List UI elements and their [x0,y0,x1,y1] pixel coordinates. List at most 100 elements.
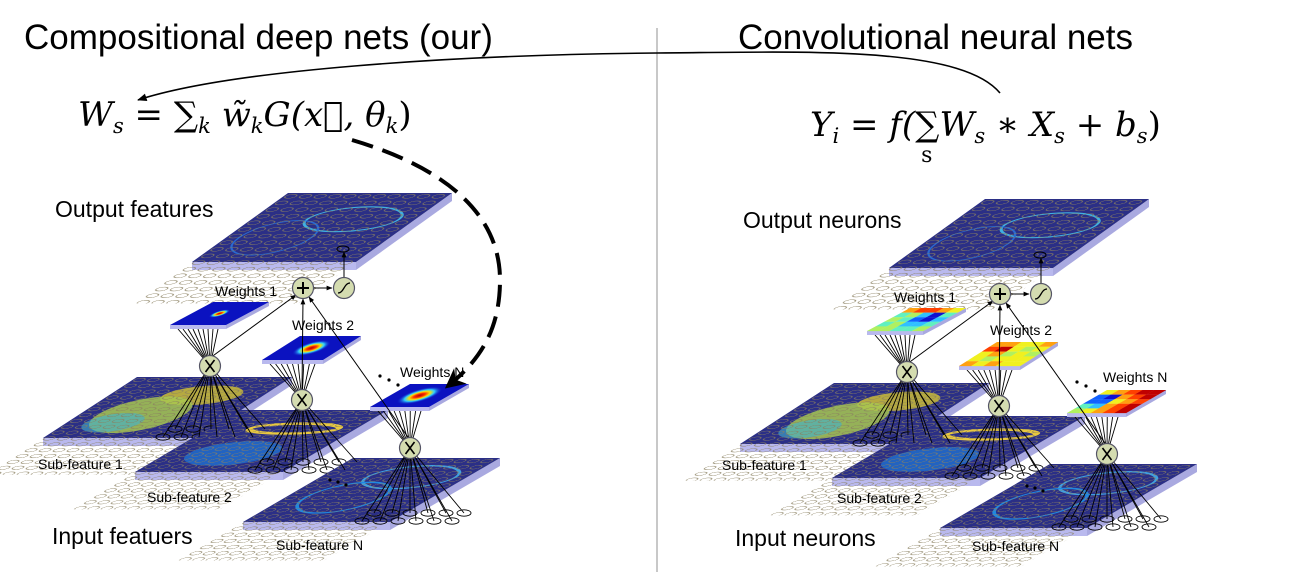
weight-cell [1110,403,1131,409]
weight-cell [1078,408,1099,414]
weight-cell [1025,342,1047,347]
input-neurons-label: Input neurons [735,525,876,551]
connection-line [998,405,1037,469]
input-neuron [372,517,388,525]
input-neuron [1141,523,1157,531]
multiply-icon [901,365,913,379]
connection-line [180,365,211,438]
plate-edge [923,308,966,335]
plate-edge [370,407,429,411]
connection-line [871,371,908,436]
ellipsis-dot [344,483,348,487]
connection-line [209,365,236,438]
ellipsis-dot [1041,489,1045,493]
weight-cell [993,346,1015,352]
input-neuron [331,458,347,466]
weight-cell [903,312,925,318]
input-neuron [247,466,263,474]
weight-cell [897,321,919,327]
ellipsis-dot [1025,484,1029,488]
sub-feature-2-label: Sub-feature 2 [147,489,232,505]
connection-line [198,365,211,438]
input-neuron [155,433,171,441]
plate-edge [959,366,1020,370]
multiply-node-2 [987,394,1011,418]
connection-line [906,371,963,436]
input-neuron [420,509,436,517]
weight-cell [974,351,995,357]
connection-line [1070,453,1108,520]
sub-feature-n-plate [176,458,501,561]
weights-3-plate [369,384,470,411]
input-neuron [390,517,406,525]
weight-cell [1094,399,1115,404]
gaussian-kernel [396,386,443,405]
weight-cell [1098,390,1120,395]
multiply-node-1 [198,354,222,378]
weight-cell [1126,394,1147,400]
weight-cell [1118,399,1139,404]
connection-line [409,447,435,522]
sum-connection [308,296,411,441]
weight-cell [906,317,927,322]
connection-line [987,405,1000,477]
sub-feature-1-plate [0,377,292,475]
add-node [291,276,315,300]
multiply-icon [1101,447,1113,461]
connection-line [877,371,908,444]
weight-cell [917,317,938,322]
connection-line [373,447,411,514]
weight-cell [1102,394,1123,400]
neuron-grid [769,416,1086,516]
weight-cell [966,356,987,362]
connection-line [1106,453,1132,528]
sub-feature-1-label: Sub-feature 1 [38,456,123,472]
weight-cell [990,356,1012,362]
weight-cell [886,321,907,327]
weight-cell [912,308,933,313]
dashed-arrow-generate-weights [351,138,503,389]
weight-cell [908,321,930,327]
input-neuron [283,466,299,474]
plate-edge [1087,464,1197,536]
connection-line [969,405,1000,477]
connection-line [301,399,358,463]
curved-arrow-cnn-to-ours [137,51,1001,101]
connection-line [254,399,303,471]
ellipsis-dot [328,478,332,482]
weight-cell [1001,342,1022,347]
input-neuron [1069,523,1085,531]
weights-1-label: Weights 1 [215,283,277,299]
right-panel-title: Convolutional neural nets [738,18,1133,57]
weight-cell [1030,346,1051,352]
ellipsis-dot [336,480,340,484]
input-neuron [852,439,868,447]
connection-line [951,405,1000,477]
plate-edge [1126,390,1166,417]
multiply-node-2 [290,388,314,412]
connection-line [301,399,340,463]
weight-cell [1122,403,1143,409]
weight-cell [1010,351,1031,357]
plus-icon [994,288,1006,300]
plate-edge [429,384,469,411]
weight-cell [923,308,944,313]
sum-connection [209,294,297,359]
connection-line [379,447,411,522]
sum-connection [997,304,1003,399]
gaussian-kernel [208,309,231,318]
connection-line [409,447,429,514]
plate-edge [390,458,500,530]
plate-edge [867,331,923,335]
weights-n-label: Weights N [1103,369,1168,385]
weight-cell [1006,346,1027,352]
plate-edge [1067,413,1126,417]
right-network-diagram [683,199,1198,567]
connection-line [1076,453,1108,528]
input-neuron [1117,515,1133,523]
sub-feature-n-label: Sub-feature N [972,538,1060,554]
weight-cell [875,321,896,327]
